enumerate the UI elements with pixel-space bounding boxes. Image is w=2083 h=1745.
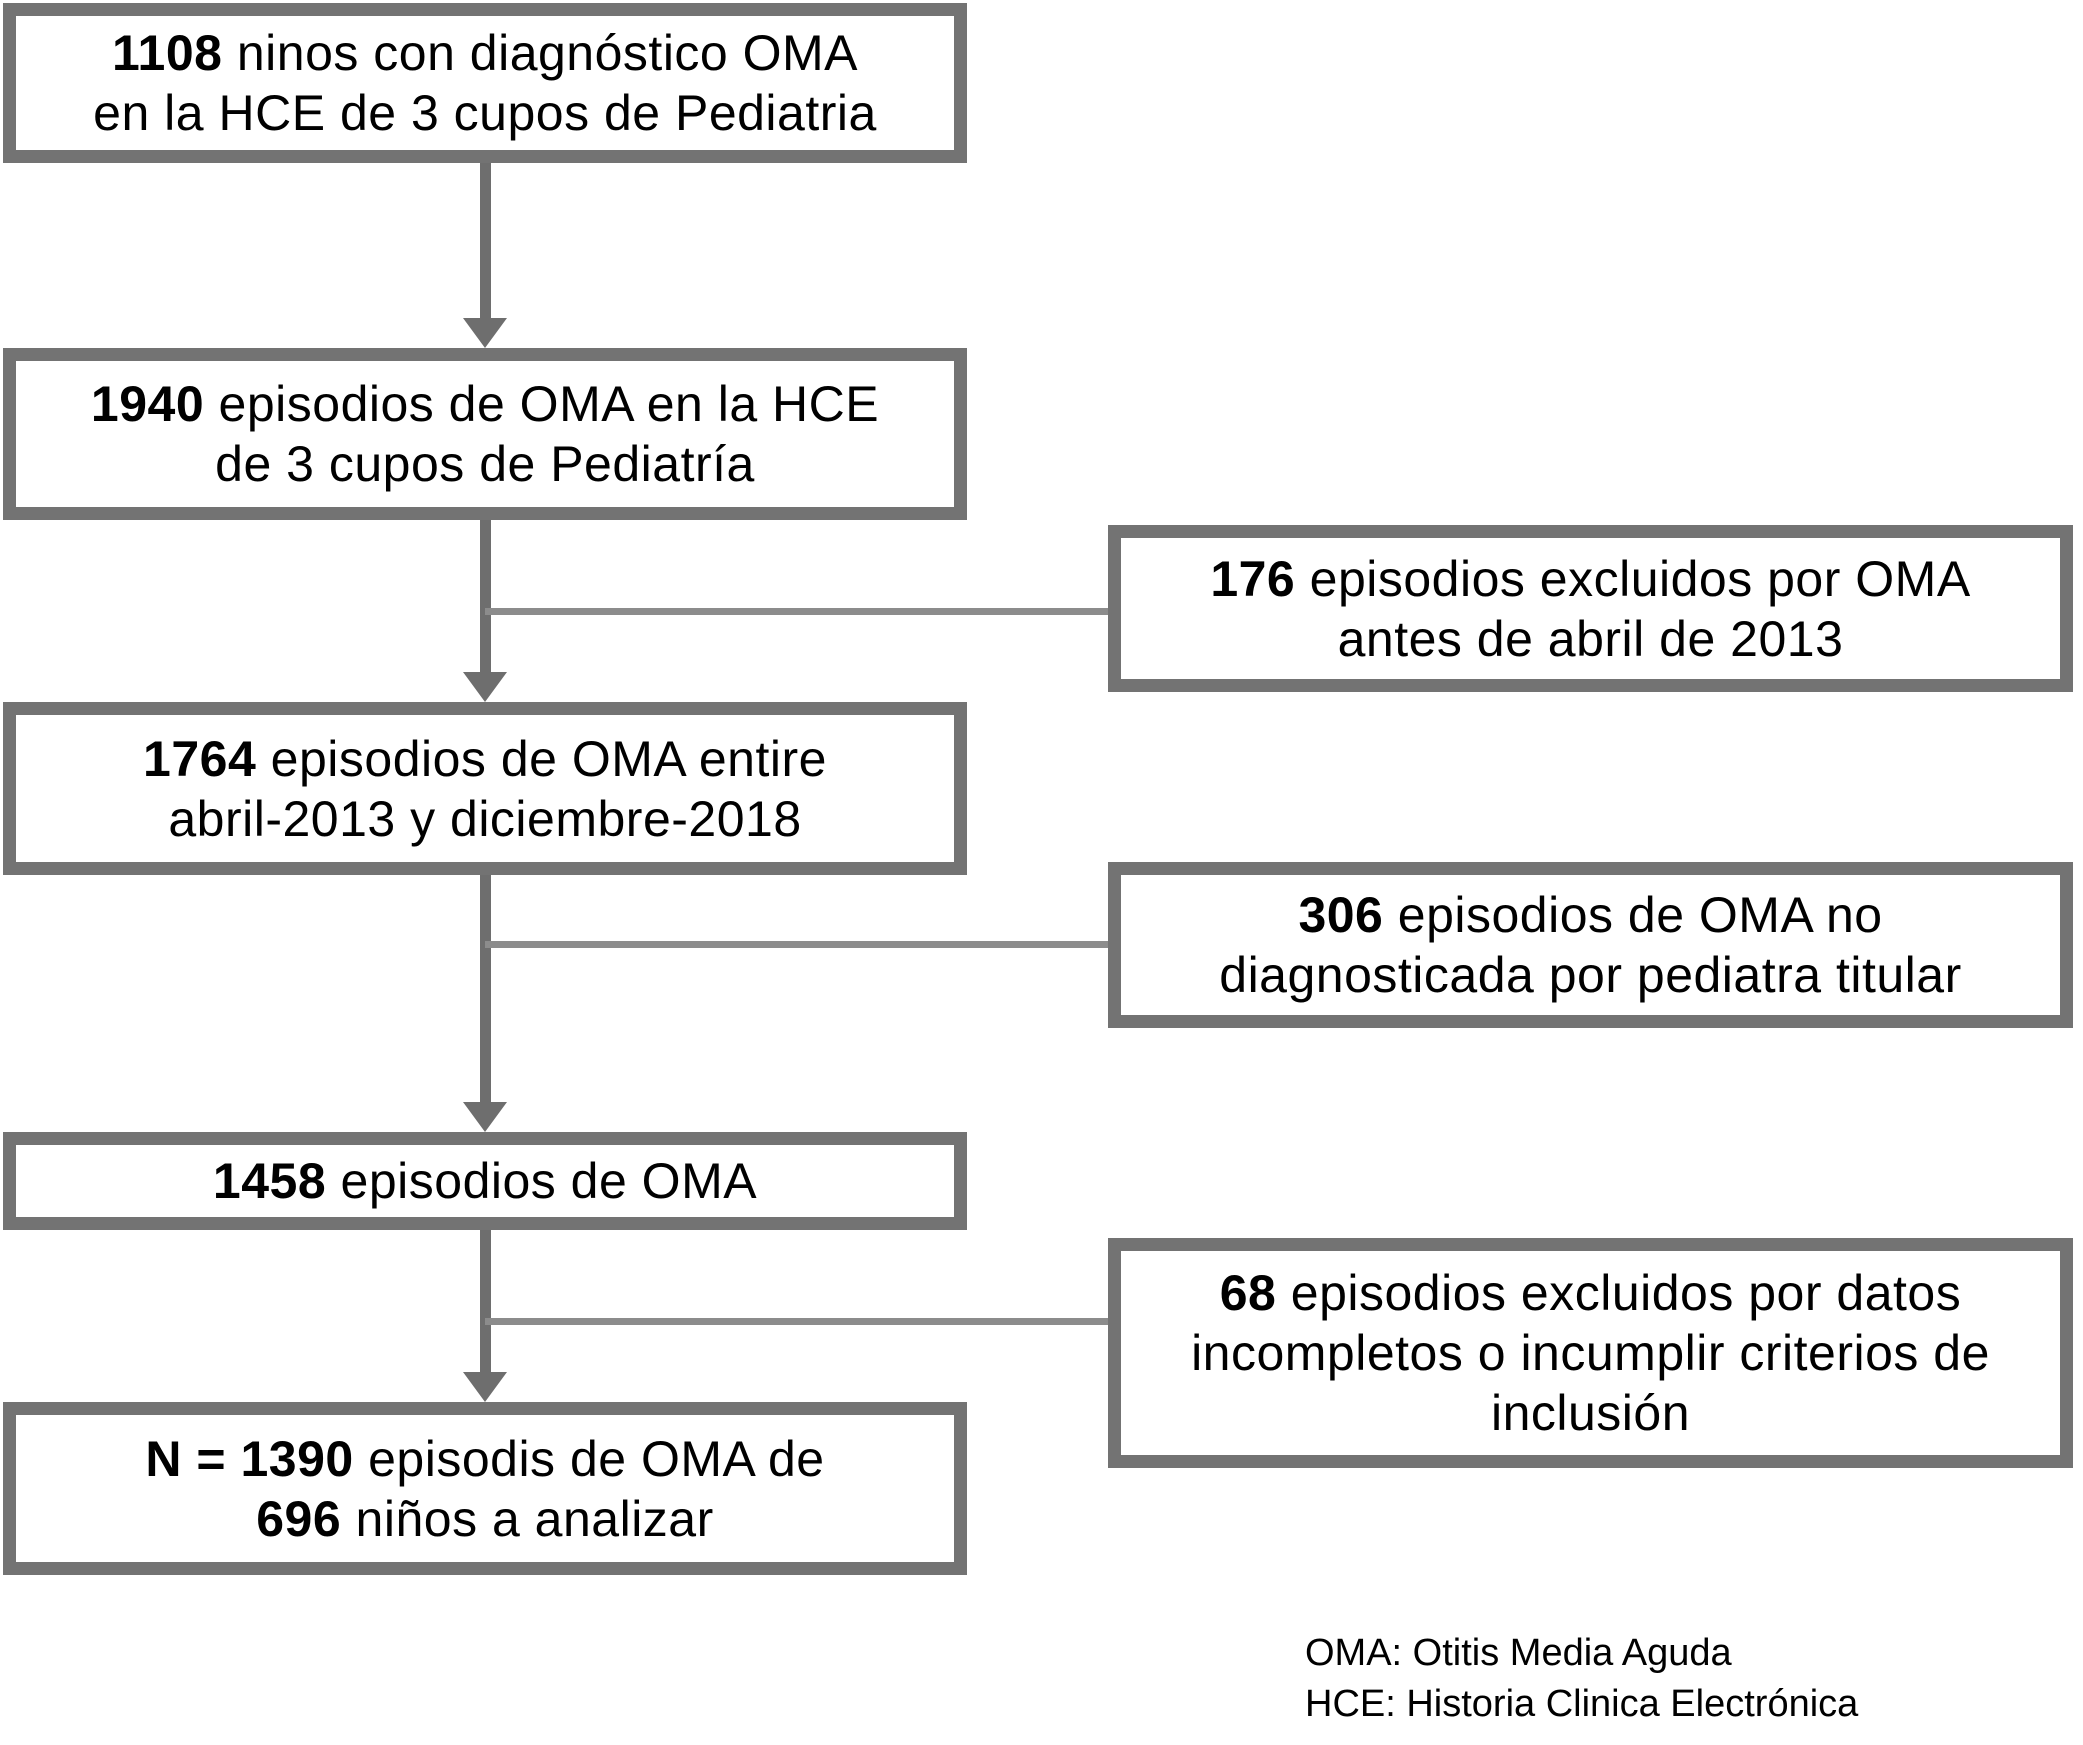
line-text: episodios excluidos por OMA [1295,550,1971,607]
box-line: incompletos o incumplir criterios de [1191,1323,1990,1383]
count-bold: 1764 [143,730,257,787]
line-text: abril-2013 y diciembre-2018 [168,790,802,847]
box-1764-episodes-april2013-dec2018: 1764 episodios de OMA entire abril-2013 … [3,702,967,875]
branch-line-1 [485,608,1108,615]
line-text: diagnosticada por pediatra titular [1219,947,1962,1003]
count-bold: 1940 [90,376,205,432]
box-1458-episodes: 1458 episodios de OMA [3,1132,967,1230]
connector-line-3 [480,875,491,1102]
line-text: episodios de OMA en la HCE [204,376,880,432]
line-text: episodios de OMA no [1383,887,1883,943]
line-text: episodis de OMA de [353,1430,825,1487]
box-1940-episodes: 1940 episodios de OMA en la HCE de 3 cup… [3,348,967,520]
connector-line-1 [480,163,491,318]
box-line: en la HCE de 3 cupos de Pediatria [93,83,877,143]
line-text: inclusión [1490,1385,1691,1441]
connector-line-2 [480,520,491,672]
box-line: 1940 episodios de OMA en la HCE [91,374,879,434]
count-bold: 696 [256,1490,342,1547]
line-text: episodios excluidos por datos [1276,1265,1962,1321]
line-text: en la HCE de 3 cupos de Pediatria [93,85,877,141]
arrowhead-down-icon [463,672,507,702]
legend-line-oma: OMA: Otitis Media Aguda [1305,1632,1732,1674]
line-text: episodios de OMA entire [256,730,827,787]
count-bold: 1108 [111,25,223,81]
arrowhead-down-icon [463,318,507,348]
box-line: 1764 episodios de OMA entire [143,729,827,789]
line-text: niños a analizar [341,1490,714,1547]
connector-line-4 [480,1230,491,1372]
line-text: de 3 cupos de Pediatría [215,436,755,492]
box-line: inclusión [1491,1383,1690,1443]
count-bold: N = 1390 [145,1430,354,1487]
count-bold: 1458 [212,1153,327,1209]
count-bold: 68 [1219,1265,1277,1321]
box-line: antes de abril de 2013 [1338,609,1844,669]
line-text: episodios de OMA [326,1153,758,1209]
arrowhead-down-icon [463,1102,507,1132]
branch-line-2 [485,941,1108,948]
box-306-not-diagnosed-by-pediatrician: 306 episodios de OMA no diagnosticada po… [1108,862,2073,1028]
legend-line-hce: HCE: Historia Clinica Electrónica [1305,1683,1859,1725]
box-line: abril-2013 y diciembre-2018 [168,789,801,849]
box-line: 176 episodios excluidos por OMA [1210,549,1970,609]
box-line: de 3 cupos de Pediatría [215,434,755,494]
box-line: 68 episodios excluidos por datos [1220,1263,1961,1323]
line-text: ninos con diagnóstico OMA [222,25,859,81]
box-line: diagnosticada por pediatra titular [1219,945,1961,1005]
count-bold: 176 [1210,550,1296,607]
box-line: 1458 episodios de OMA [213,1151,757,1211]
line-text: antes de abril de 2013 [1337,610,1844,667]
box-line: 306 episodios de OMA no [1298,885,1882,945]
line-text: incompletos o incumplir criterios de [1191,1325,1990,1381]
box-1108-diagnosed-children: 1108 ninos con diagnóstico OMA en la HCE… [3,3,967,163]
box-line: 1108 ninos con diagnóstico OMA [112,23,858,83]
box-176-excluded-before-april-2013: 176 episodios excluidos por OMA antes de… [1108,525,2073,692]
legend: OMA: Otitis Media Aguda HCE: Historia Cl… [1305,1628,1858,1730]
box-line: 696 niños a analizar [256,1489,714,1549]
branch-line-3 [485,1318,1108,1325]
box-1390-final-sample: N = 1390 episodis de OMA de 696 niños a … [3,1402,967,1575]
box-line: N = 1390 episodis de OMA de [145,1429,824,1489]
count-bold: 306 [1298,887,1384,943]
arrowhead-down-icon [463,1372,507,1402]
box-68-excluded-incomplete-data: 68 episodios excluidos por datos incompl… [1108,1238,2073,1468]
